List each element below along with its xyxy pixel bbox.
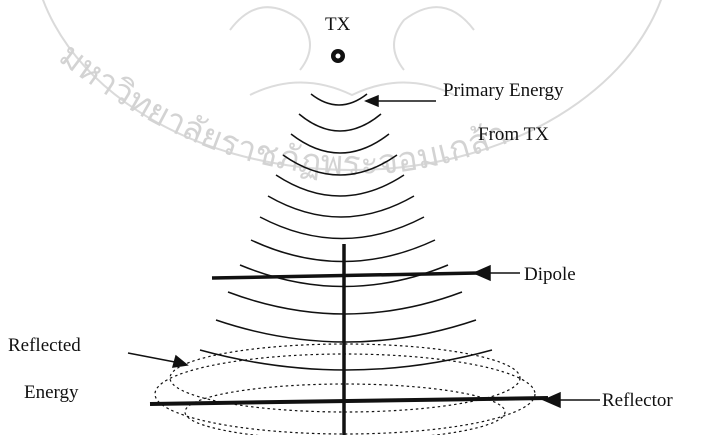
wavefront-arc [275, 174, 405, 197]
primary-energy-label: Primary Energy [443, 80, 564, 101]
reflected-label-line2: Energy [24, 382, 79, 403]
pointer-arrows [127, 94, 600, 409]
wavefront-arc [282, 154, 398, 176]
wavefront-arc [259, 216, 425, 240]
primary-energy-label-line2: From TX [478, 124, 549, 145]
reflected-arc [184, 383, 506, 440]
reflector-label: Reflector [602, 390, 673, 411]
primary-energy-wavefronts [199, 93, 493, 371]
reflected-energy-arrow [127, 352, 181, 364]
watermark-text: มหาวิทยาลัยราชภัฏพระจอมเกล้า [52, 37, 512, 183]
wavefront-arc [267, 195, 415, 218]
wavefront-arc [310, 93, 368, 106]
watermark-seal: มหาวิทยาลัยราชภัฏพระจอมเกล้า [42, 0, 662, 183]
reflector-element [149, 396, 549, 406]
wavefront-arc [215, 319, 477, 343]
reflected-label: Reflected [8, 335, 81, 356]
tx-label: TX [325, 14, 351, 35]
wavefront-arc [298, 113, 382, 132]
tx-source [331, 49, 345, 63]
dipole-label: Dipole [524, 264, 576, 285]
wavefront-arc [290, 133, 390, 154]
wavefront-arc [199, 349, 493, 371]
dipole-element [211, 271, 479, 280]
